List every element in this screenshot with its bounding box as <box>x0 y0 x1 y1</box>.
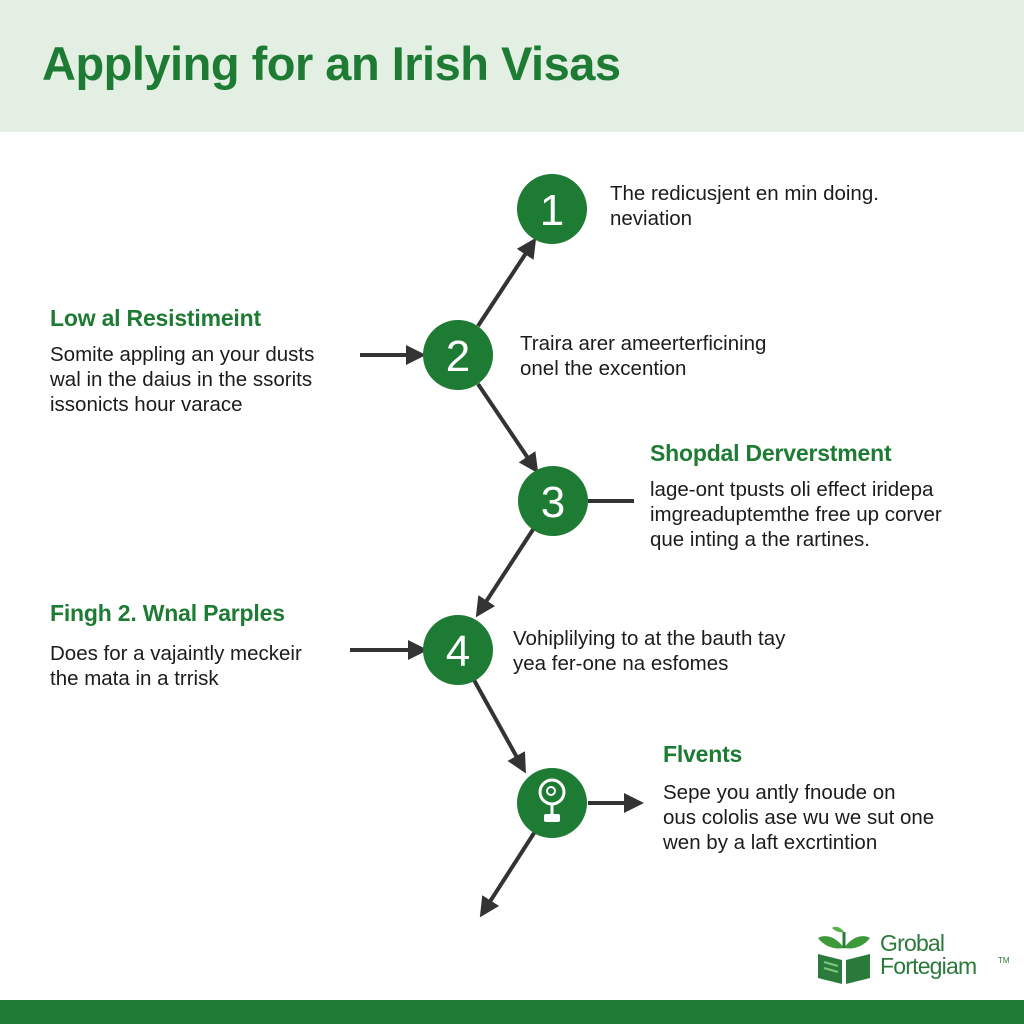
connector-3-to-4 <box>475 526 536 618</box>
step-5-heading: Flvents <box>663 741 743 767</box>
step-4-number: 4 <box>446 627 470 676</box>
step-4-body: Vohiplilying to at the bauth tay yea fer… <box>513 627 786 675</box>
page-title: Applying for an Irish Visas <box>42 37 621 90</box>
step-2-number: 2 <box>446 332 470 381</box>
step-3-heading: Shopdal Derverstment <box>650 440 892 466</box>
magnifier-person-icon <box>538 778 566 822</box>
step-3-number: 3 <box>541 478 565 527</box>
header-band: Applying for an Irish Visas <box>0 0 1024 132</box>
step-1-number: 1 <box>540 186 564 235</box>
left-block-a-heading: Low al Resistimeint <box>50 305 261 331</box>
connector-5-exit <box>479 828 538 918</box>
connector-2-to-3 <box>476 382 539 474</box>
left-block-b-heading: Fingh 2. Wnal Parples <box>50 600 285 626</box>
brand-logo: Grobal Fortegiam TM <box>814 926 1014 988</box>
step-4: 4 <box>423 615 493 685</box>
step-5-body: Sepe you antly fnoude on ous cololis ase… <box>663 781 935 854</box>
footer-bar <box>0 1000 1024 1024</box>
left-block-a: Low al Resistimeint Somite appling an yo… <box>50 305 350 417</box>
logo-trademark: TM <box>998 956 1010 965</box>
step-4-description: Vohiplilying to at the bauth tay yea fer… <box>513 626 833 676</box>
logo-text: Grobal Fortegiam <box>880 930 977 979</box>
step-3-description: Shopdal Derverstment lage-ont tpusts oli… <box>650 440 990 552</box>
step-2-description: Traira arer ameerterficining onel the ex… <box>520 331 840 381</box>
step-5 <box>517 768 587 838</box>
left-block-b: Fingh 2. Wnal Parples Does for a vajaint… <box>50 600 350 691</box>
step-5-description: Flvents Sepe you antly fnoude on ous col… <box>663 741 983 855</box>
step-2: 2 <box>423 320 493 390</box>
step-3: 3 <box>518 466 588 536</box>
step-2-body: Traira arer ameerterficining onel the ex… <box>520 332 767 380</box>
connector-4-to-5 <box>472 679 526 774</box>
step-1-description: The redicusjent en min doing. neviation <box>610 181 930 231</box>
step-1-body: The redicusjent en min doing. neviation <box>610 182 879 230</box>
sprout-book-icon <box>818 926 870 984</box>
step-3-body: lage-ont tpusts oli effect iridepa imgre… <box>650 478 942 551</box>
left-block-a-body: Somite appling an your dusts wal in the … <box>50 343 315 416</box>
connector-2-to-1 <box>476 237 537 328</box>
left-block-b-body: Does for a vajaintly meckeir the mata in… <box>50 642 302 690</box>
step-1: 1 <box>517 174 587 244</box>
